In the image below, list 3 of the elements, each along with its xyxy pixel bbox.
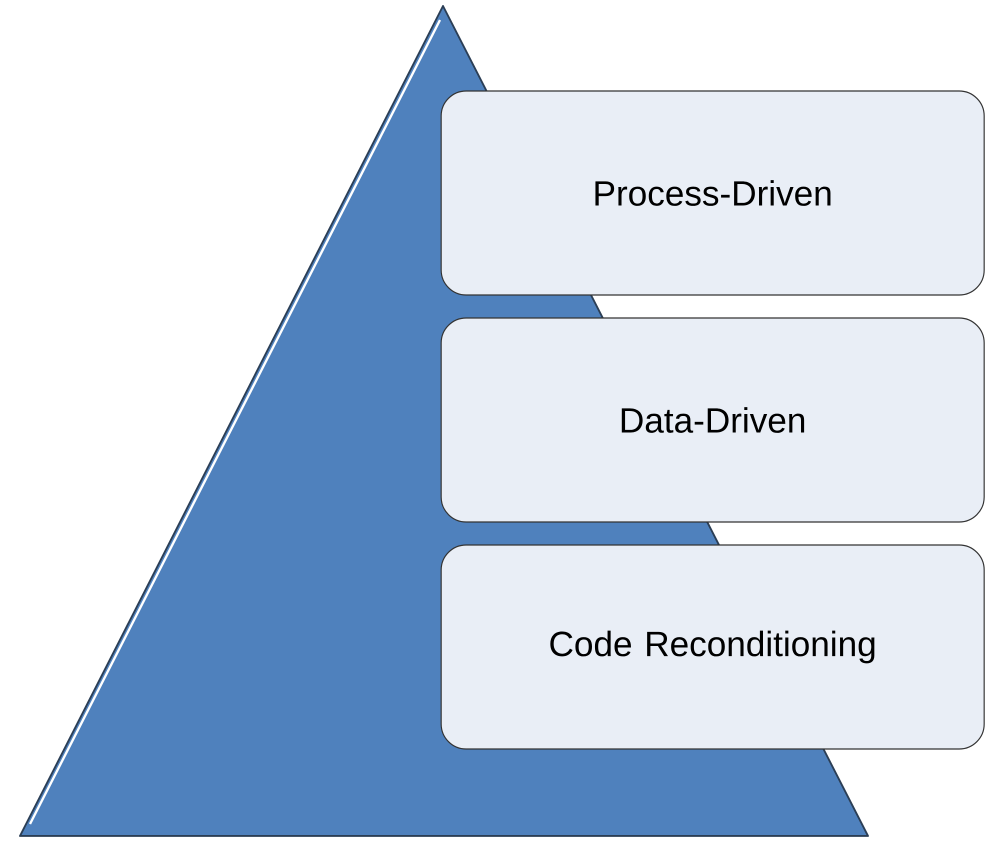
level-box: Data-Driven	[440, 317, 985, 523]
level-box: Process-Driven	[440, 90, 985, 296]
level-box: Code Reconditioning	[440, 544, 985, 750]
